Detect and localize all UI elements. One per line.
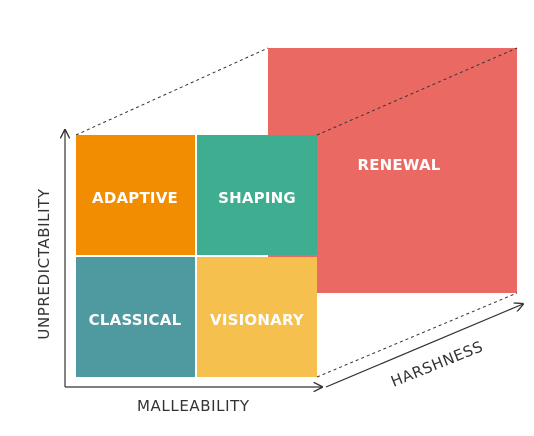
adaptive-label: ADAPTIVE xyxy=(92,189,178,207)
perspective-line-top-left xyxy=(75,47,269,136)
z-axis-arrow xyxy=(325,304,523,388)
classical-quadrant xyxy=(76,257,195,377)
visionary-quadrant xyxy=(197,257,317,377)
perspective-line-bottom-right xyxy=(316,292,518,378)
visionary-label: VISIONARY xyxy=(210,311,304,329)
adaptive-quadrant xyxy=(76,135,195,255)
classical-label: CLASSICAL xyxy=(88,311,182,329)
y-axis-label: UNPREDICTABILITY xyxy=(35,188,53,340)
perspective-line-top-right xyxy=(316,47,518,136)
shaping-label: SHAPING xyxy=(218,189,296,207)
x-axis-label: MALLEABILITY xyxy=(137,397,250,415)
shaping-quadrant xyxy=(197,135,317,255)
renewal-label: RENEWAL xyxy=(357,156,441,174)
